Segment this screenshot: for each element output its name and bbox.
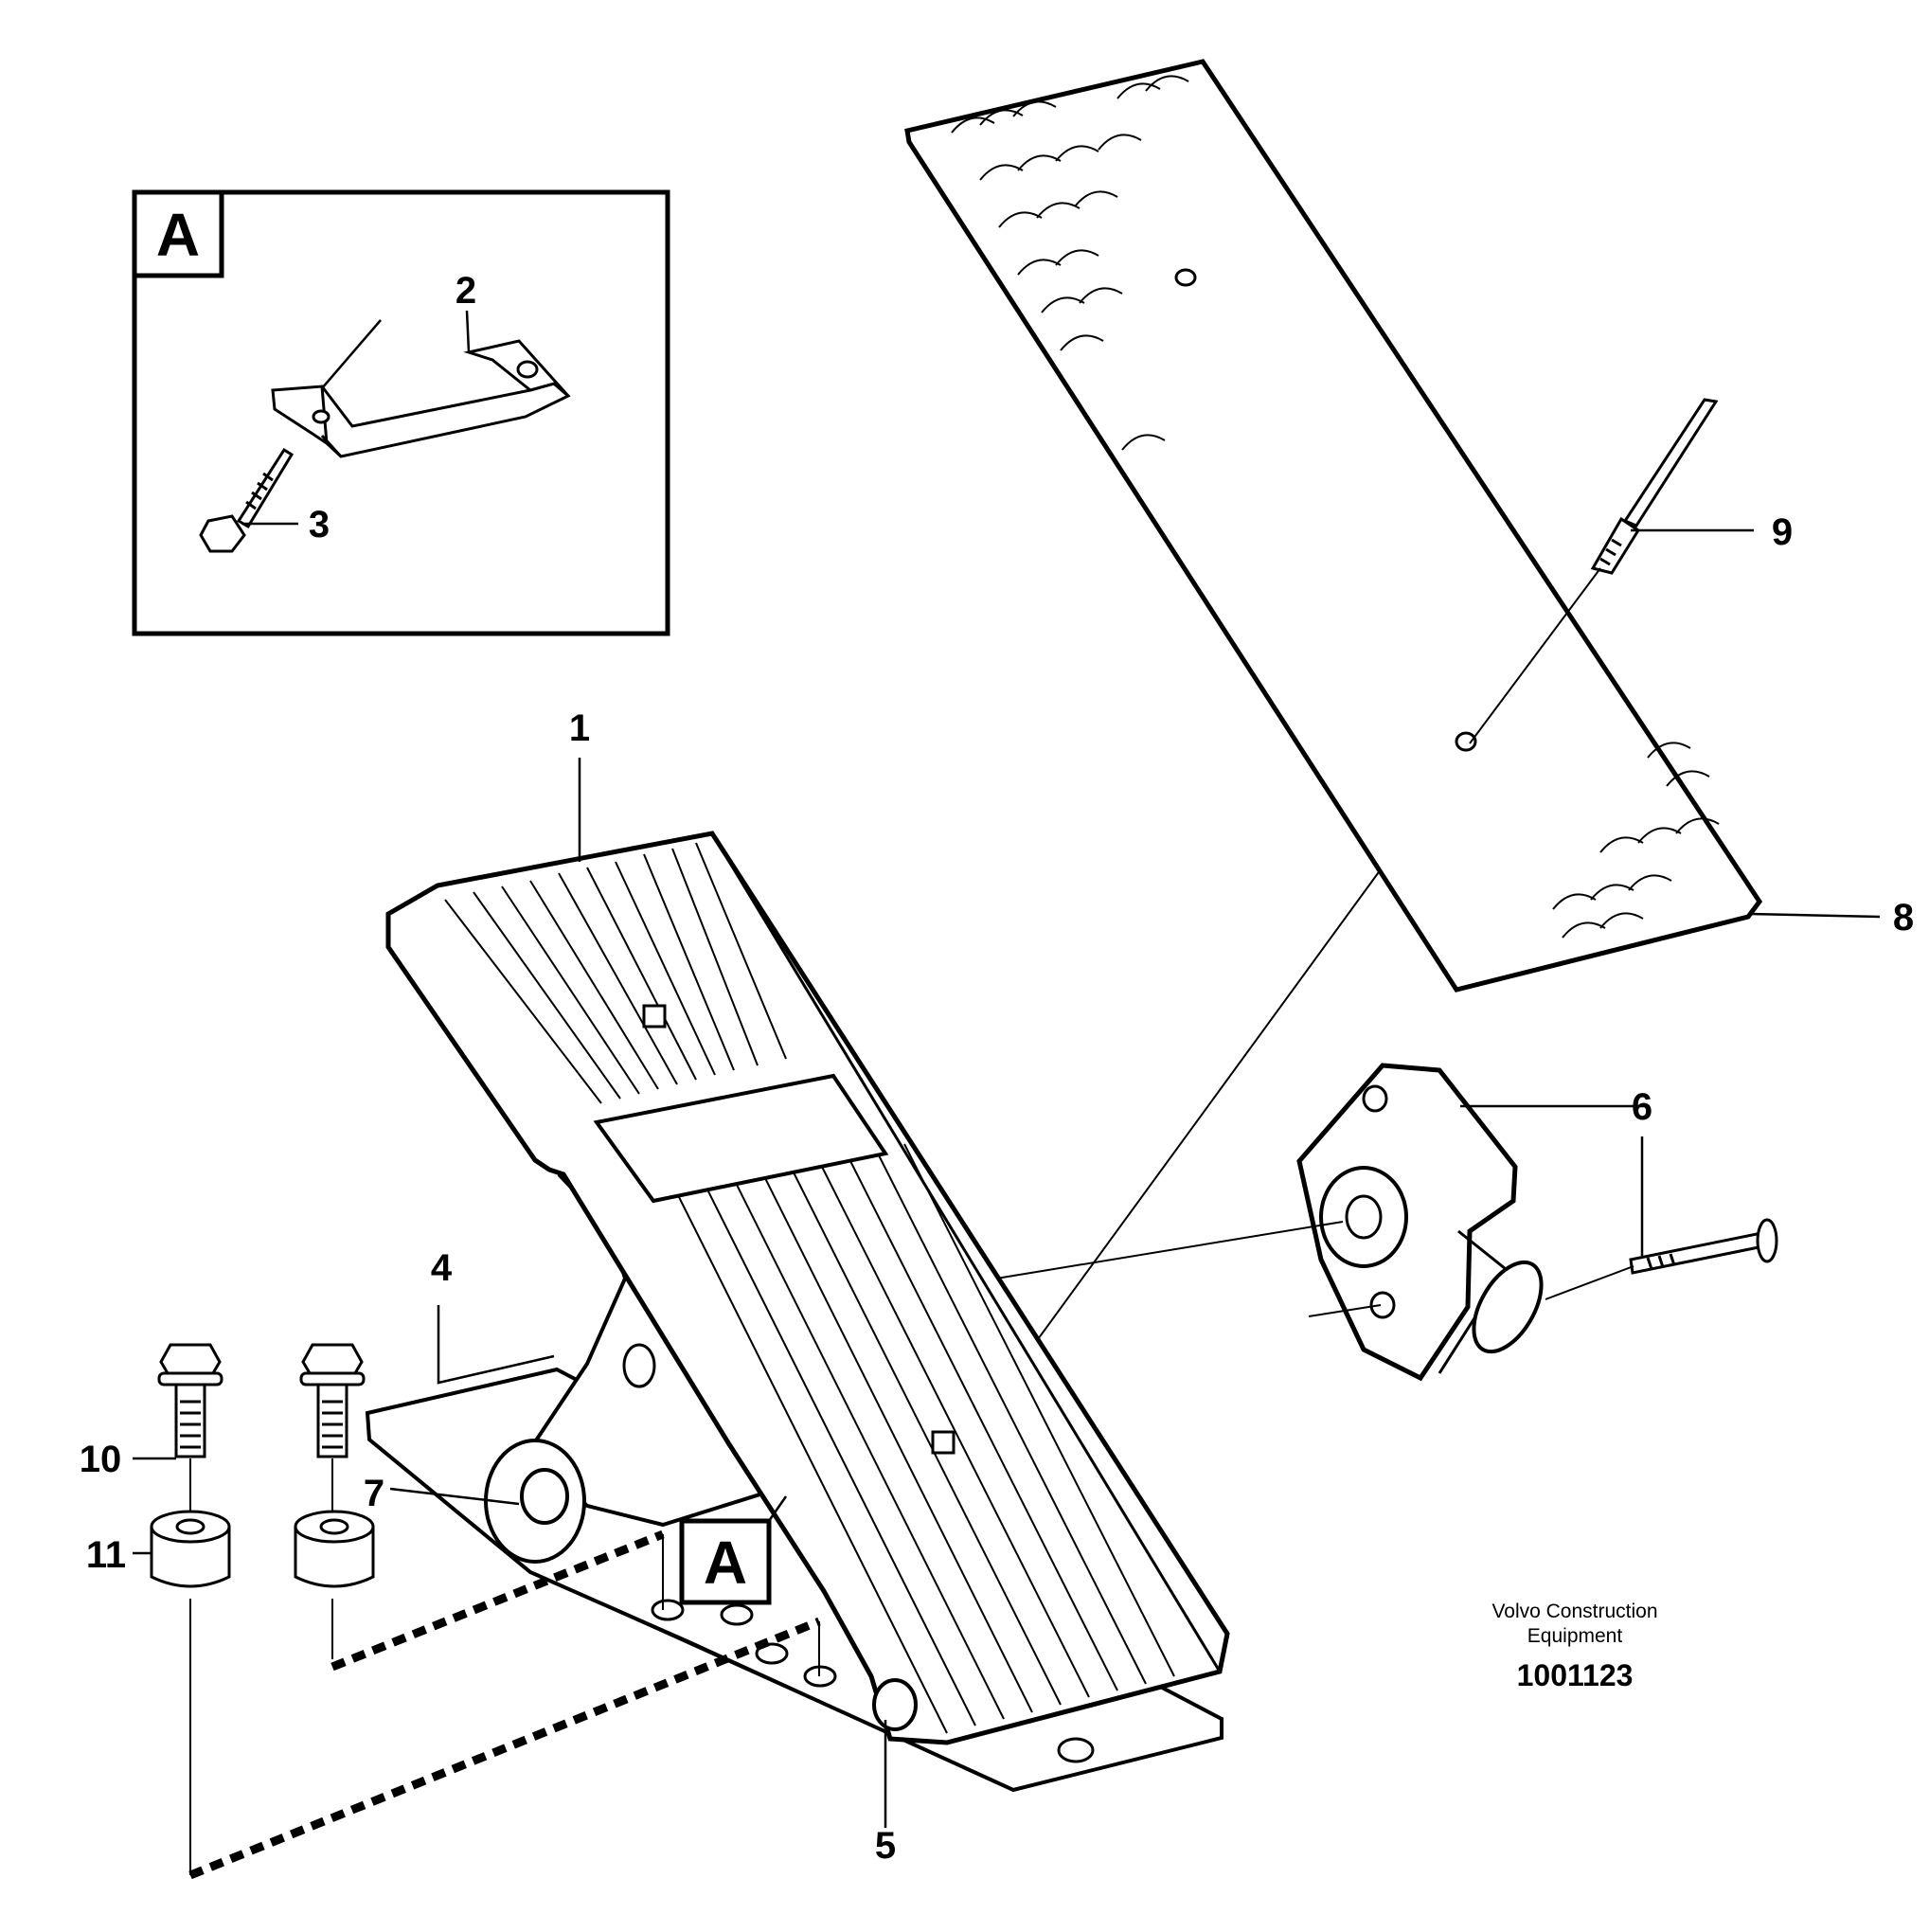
callout-10: 10 <box>80 1439 122 1480</box>
detail-marker-label: A <box>704 1529 747 1597</box>
bracket-part-2 <box>271 339 571 458</box>
brand-line-2: Equipment <box>1527 1625 1623 1647</box>
inset-label: A <box>156 201 200 269</box>
tread-pattern <box>951 75 1720 939</box>
callout-3: 3 <box>309 504 330 546</box>
callout-6: 6 <box>1632 1086 1652 1128</box>
detail-marker-a: A <box>679 1495 788 1605</box>
brand-line-1: Volvo Construction <box>1491 1601 1657 1622</box>
callout-7: 7 <box>364 1473 384 1514</box>
inset-detail-a: A 2 3 <box>132 189 670 636</box>
bolt-part-10-right <box>299 1343 366 1458</box>
pin-part-9 <box>1469 398 1719 744</box>
screw-sensor <box>1629 1218 1778 1275</box>
pedal-part-1 <box>385 831 1230 1745</box>
callout-8: 8 <box>1893 897 1914 939</box>
sensor-part-6 <box>1296 1063 1544 1382</box>
callout-1: 1 <box>569 707 590 749</box>
callout-4: 4 <box>431 1247 453 1289</box>
screw-part-3 <box>199 447 295 553</box>
callout-11: 11 <box>86 1534 126 1576</box>
pedal-plate-part-8 <box>904 59 1763 993</box>
pedal-ribs <box>444 842 1175 1734</box>
assembly-paths <box>188 1458 821 1880</box>
bolt-part-10-left <box>157 1343 223 1458</box>
spacer-part-11-left <box>150 1510 231 1588</box>
callout-9: 9 <box>1772 511 1793 553</box>
spacer-part-11-right <box>294 1510 375 1588</box>
document-number: 1001123 <box>1517 1658 1634 1692</box>
callout-2: 2 <box>455 270 476 312</box>
callout-5: 5 <box>875 1825 896 1867</box>
